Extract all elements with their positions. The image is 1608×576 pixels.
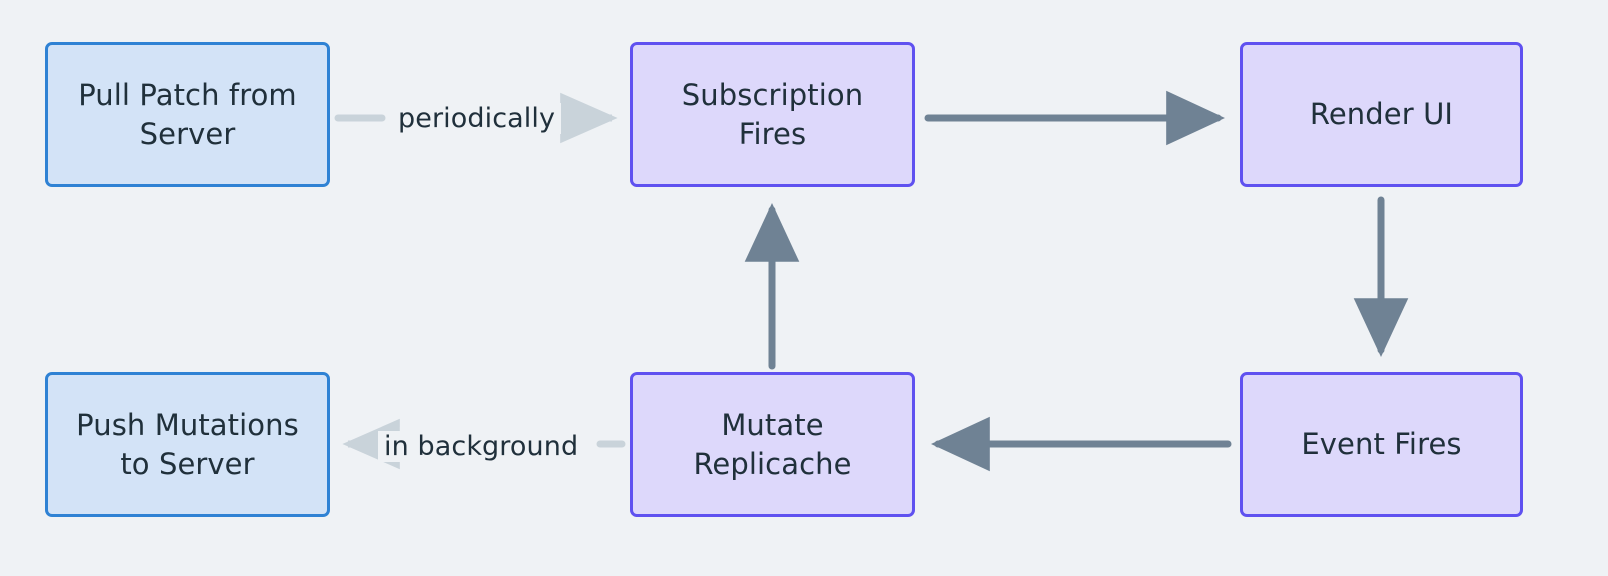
node-pull-patch-from-server[interactable]: Pull Patch from Server xyxy=(45,42,330,187)
node-mutate-replicache[interactable]: Mutate Replicache xyxy=(630,372,915,517)
node-subscription-fires[interactable]: Subscription Fires xyxy=(630,42,915,187)
edge-label-in-background: in background xyxy=(378,431,585,462)
node-event-fires[interactable]: Event Fires xyxy=(1240,372,1523,517)
node-render-ui[interactable]: Render UI xyxy=(1240,42,1523,187)
edge-label-periodically: periodically xyxy=(392,103,562,134)
node-push-mutations-to-server[interactable]: Push Mutations to Server xyxy=(45,372,330,517)
